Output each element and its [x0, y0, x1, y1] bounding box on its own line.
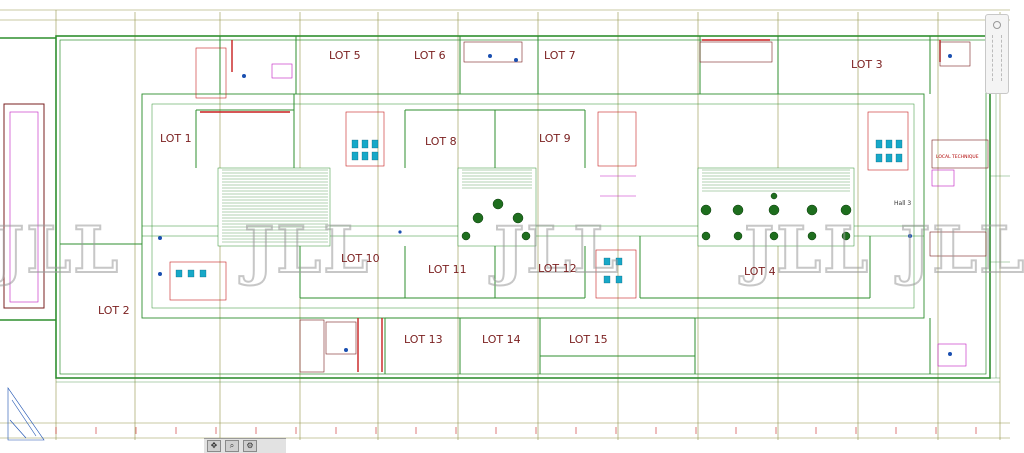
lot-label: LOT 4 [744, 265, 776, 278]
viewer-toolbar: ✥ ⌕ ⚙ [204, 438, 286, 453]
lot-label: LOT 5 [329, 49, 361, 62]
zoom-icon[interactable]: ⌕ [225, 440, 239, 452]
jll-watermark: JLL [0, 213, 120, 288]
lot-label: LOT 3 [851, 58, 883, 71]
lot-label: LOT 14 [482, 333, 521, 346]
partitions [60, 36, 931, 374]
lot-label: LOT 7 [544, 49, 576, 62]
stair-hatch [222, 169, 850, 243]
jll-watermark-4: JLL [739, 213, 870, 288]
north-arrow [7, 387, 45, 441]
red-walls [200, 39, 941, 372]
technical-room-label: LOCAL TECHNIQUE [936, 154, 979, 160]
lot-label: LOT 2 [98, 304, 130, 317]
dimension-ticks [55, 427, 977, 434]
fixtures [175, 139, 903, 284]
zoom-rail [992, 35, 1002, 81]
lot-label: LOT 8 [425, 135, 457, 148]
compass-icon [993, 21, 1001, 29]
view-navigator[interactable] [985, 14, 1009, 94]
jll-watermark-3: JLL [489, 213, 620, 288]
lot-label: LOT 6 [414, 49, 446, 62]
lot-label: LOT 9 [539, 132, 571, 145]
columns [158, 54, 952, 356]
lot-label: LOT 1 [160, 132, 192, 145]
pan-icon[interactable]: ✥ [207, 440, 221, 452]
jll-watermark-2: JLL [239, 213, 370, 288]
stair-cores [299, 41, 989, 373]
settings-icon[interactable]: ⚙ [243, 440, 257, 452]
lot-label: LOT 15 [569, 333, 608, 346]
hall-label: Hall 3 [894, 200, 911, 207]
lot-label: LOT 11 [428, 263, 467, 276]
lot-label: LOT 10 [341, 252, 380, 265]
lot-label: LOT 12 [538, 262, 577, 275]
detail-marks [271, 63, 967, 367]
jll-watermark-5: JLL [895, 213, 1024, 288]
lot-label: LOT 13 [404, 333, 443, 346]
sanitary-blocks [169, 47, 909, 301]
planters [461, 192, 852, 241]
